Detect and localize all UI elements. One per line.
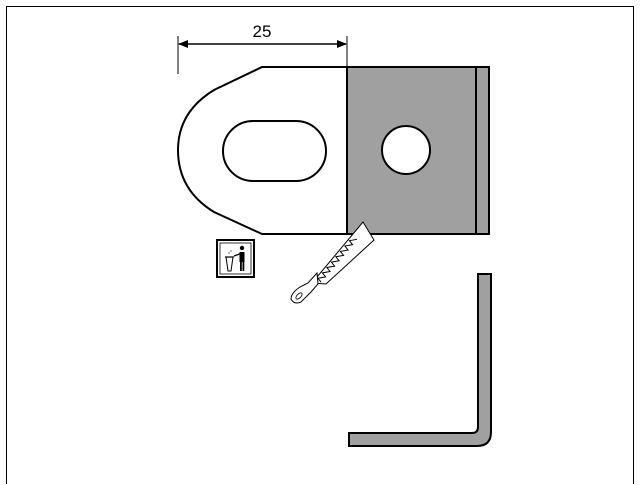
bracket-flange-edge [475,66,490,235]
bracket-part [346,66,490,235]
drawing-frame [6,6,634,484]
cut-off-tab [176,66,348,235]
trash-disposal-icon [216,239,255,278]
handsaw-icon [290,221,375,304]
dimension-label: 25 [253,22,272,41]
slot-hole [222,120,327,182]
bracket-side-view [348,273,492,447]
dimension-annotation: 25 [177,22,348,74]
round-hole [381,125,431,175]
